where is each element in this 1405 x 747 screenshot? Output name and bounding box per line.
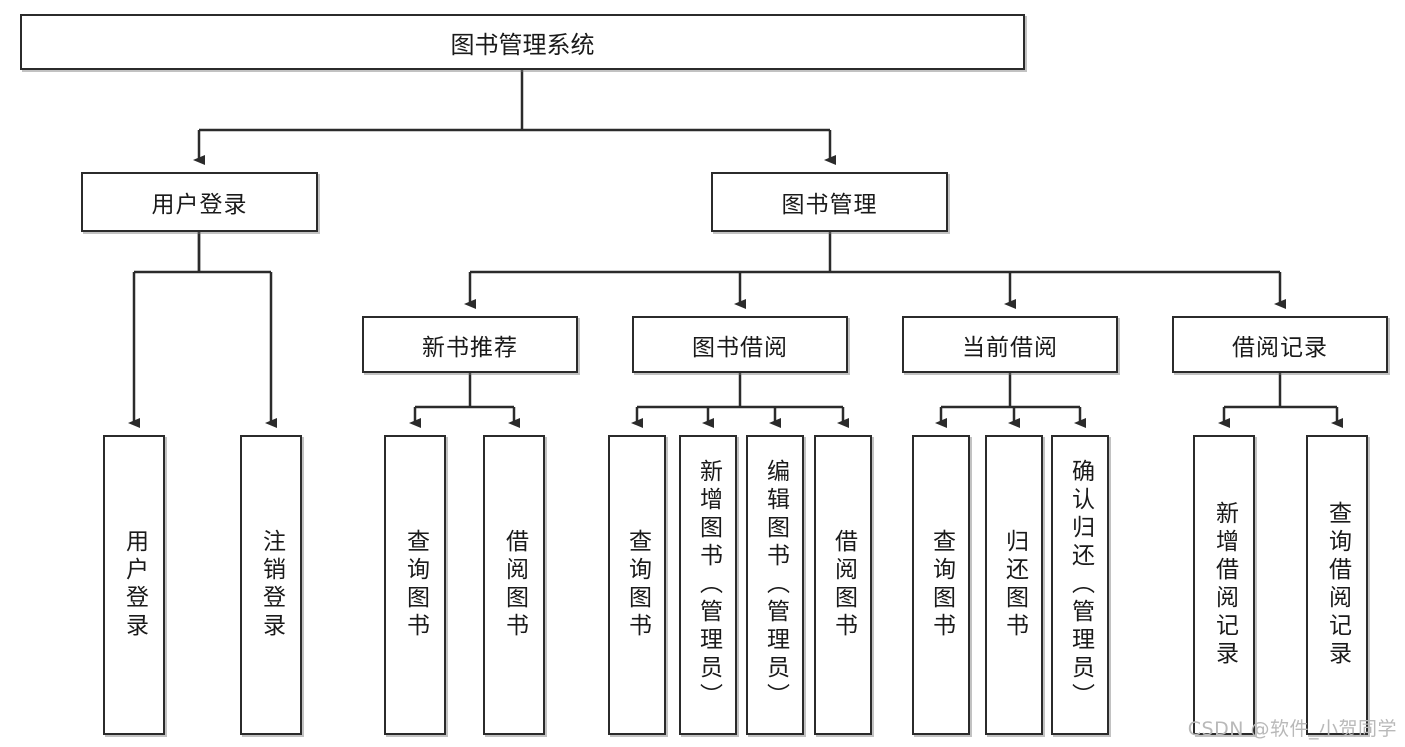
node-new-book-recommend[interactable]: 新书推荐	[362, 316, 578, 373]
node-borrow-record[interactable]: 借阅记录	[1172, 316, 1388, 373]
node-borrow-record-label: 借阅记录	[1232, 334, 1328, 361]
node-book-manage-label: 图书管理	[781, 192, 878, 218]
node-leaf-return-book[interactable]: 归还图书	[985, 435, 1043, 735]
node-leaf-edit-book-admin-label: 编辑图书（管理员）	[762, 459, 789, 711]
node-current-borrow-label: 当前借阅	[962, 334, 1058, 361]
node-leaf-logout-login[interactable]: 注销登录	[240, 435, 302, 735]
node-leaf-edit-book-admin[interactable]: 编辑图书（管理员）	[746, 435, 804, 735]
node-leaf-add-borrow-record[interactable]: 新增借阅记录	[1193, 435, 1255, 735]
node-leaf-add-borrow-record-label: 新增借阅记录	[1211, 501, 1238, 669]
node-leaf-query-borrow-record-label: 查询借阅记录	[1324, 501, 1351, 669]
node-user-login-label: 用户登录	[151, 192, 248, 218]
node-leaf-query-borrow-record[interactable]: 查询借阅记录	[1306, 435, 1368, 735]
node-new-book-recommend-label: 新书推荐	[422, 334, 518, 361]
node-current-borrow[interactable]: 当前借阅	[902, 316, 1118, 373]
node-leaf-query-book-current[interactable]: 查询图书	[912, 435, 970, 735]
node-leaf-query-book-recommend[interactable]: 查询图书	[384, 435, 446, 735]
node-leaf-borrow-book[interactable]: 借阅图书	[814, 435, 872, 735]
node-leaf-query-book-current-label: 查询图书	[928, 529, 955, 641]
node-leaf-confirm-return-admin[interactable]: 确认归还（管理员）	[1051, 435, 1109, 735]
node-book-manage[interactable]: 图书管理	[711, 172, 948, 232]
node-leaf-logout-login-label: 注销登录	[258, 529, 285, 641]
node-leaf-query-book-borrow-label: 查询图书	[624, 529, 651, 641]
node-leaf-user-login-label: 用户登录	[121, 529, 148, 641]
node-leaf-add-book-admin-label: 新增图书（管理员）	[695, 459, 722, 711]
node-user-login[interactable]: 用户登录	[81, 172, 318, 232]
node-leaf-borrow-book-label: 借阅图书	[830, 529, 857, 641]
node-leaf-borrow-book-recommend-label: 借阅图书	[501, 529, 528, 641]
node-leaf-query-book-recommend-label: 查询图书	[402, 529, 429, 641]
node-book-borrow[interactable]: 图书借阅	[632, 316, 848, 373]
node-root-label: 图书管理系统	[450, 30, 595, 59]
node-leaf-return-book-label: 归还图书	[1001, 529, 1028, 641]
node-leaf-query-book-borrow[interactable]: 查询图书	[608, 435, 666, 735]
node-leaf-user-login[interactable]: 用户登录	[103, 435, 165, 735]
node-book-borrow-label: 图书借阅	[692, 334, 788, 361]
node-leaf-confirm-return-admin-label: 确认归还（管理员）	[1067, 459, 1094, 711]
node-leaf-borrow-book-recommend[interactable]: 借阅图书	[483, 435, 545, 735]
node-root[interactable]: 图书管理系统	[20, 14, 1025, 70]
node-leaf-add-book-admin[interactable]: 新增图书（管理员）	[679, 435, 737, 735]
